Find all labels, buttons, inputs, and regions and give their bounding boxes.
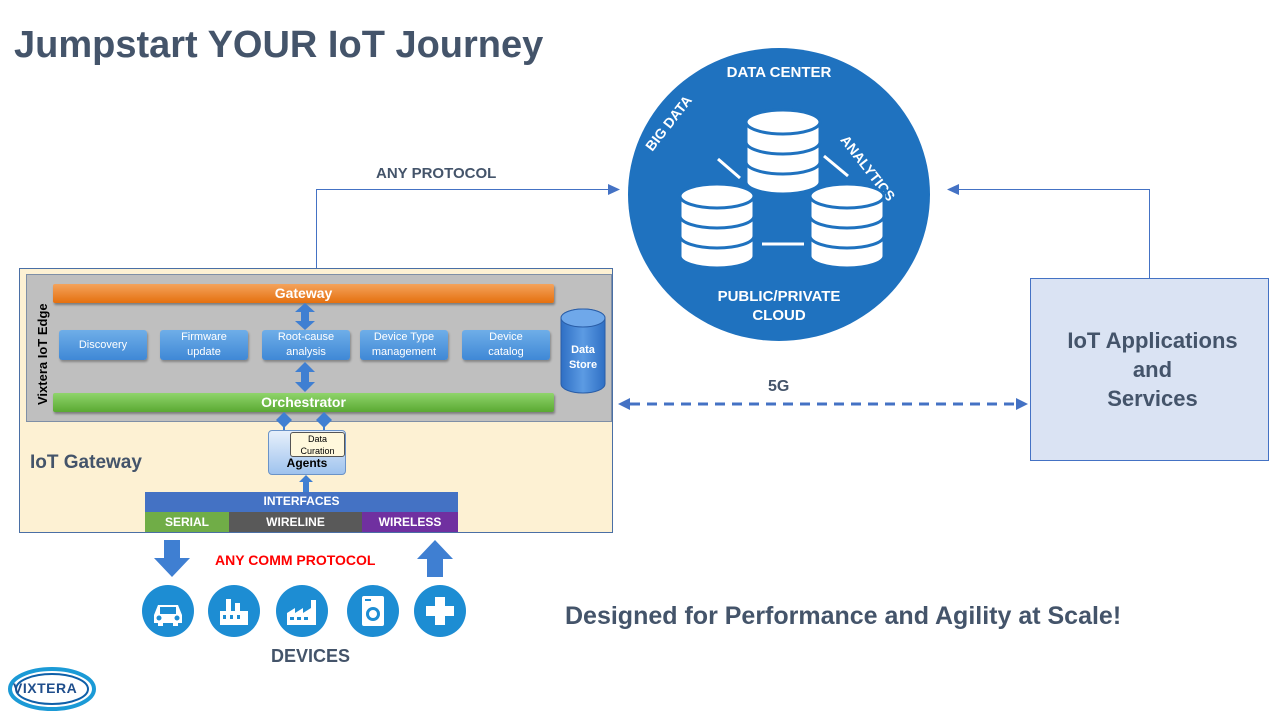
connector-line-edge-horizontal [316,189,616,190]
data-curation-line1: Data [307,434,327,444]
module-label: Device [489,331,523,343]
module-label: Discovery [78,338,128,351]
wireless-interface: WIRELESS [362,512,458,532]
data-curation-box: Data Curation [290,432,345,457]
data-store-line1: Data [571,344,595,356]
down-arrow-icon [154,540,190,577]
industrial-plant-icon [276,585,328,637]
iot-gateway-label: IoT Gateway [30,452,142,473]
module-label: update [187,346,221,358]
module-discovery: Discovery [59,330,147,360]
connector-line-apps-vertical [1149,189,1150,278]
data-center-label: DATA CENTER [726,64,832,81]
wireline-interface: WIRELINE [229,512,362,532]
5g-dashed-link [618,398,1028,410]
apps-line3: Services [1107,386,1198,411]
vixtera-logo [8,667,96,711]
module-label: Firmware [181,331,227,343]
interfaces-bar: INTERFACES [145,492,458,512]
database-cluster-icon [678,108,886,270]
module-label: catalog [488,346,524,358]
module-label: analysis [286,346,326,358]
iot-applications-box: IoT Applications and Services [1030,278,1269,461]
page-title: Jumpstart YOUR IoT Journey [14,24,544,66]
connector-line-edge-vertical [316,189,317,269]
double-arrow-icon [295,303,315,330]
any-protocol-label: ANY PROTOCOL [376,165,497,182]
double-arrow-icon [316,412,332,432]
apps-line2: and [1132,357,1173,382]
data-curation-line2: Curation [300,446,335,456]
devices-label: DEVICES [271,646,351,666]
connector-line-apps-horizontal [952,189,1150,190]
double-arrow-icon [276,412,292,432]
arrowhead-icon [947,184,959,195]
data-store-icon [560,308,606,394]
vixtera-logo-text: VIXTERA [13,680,78,696]
serial-interface: SERIAL [145,512,229,532]
up-arrow-icon [299,475,313,492]
tagline: Designed for Performance and Agility at … [565,602,1122,630]
module-firmware-update: Firmware update [160,330,248,360]
apps-line1: IoT Applications [1067,328,1238,353]
up-arrow-icon [417,540,453,577]
data-store-line2: Store [568,359,598,371]
medical-cross-icon [414,585,466,637]
module-label: management [371,346,437,358]
module-label: Root-cause [277,331,335,343]
agents-label: Agents [286,456,328,470]
factory-icon [208,585,260,637]
orchestrator-bar: Orchestrator [53,393,554,412]
cloud-label-line2: CLOUD [752,307,806,324]
cloud-label-line1: PUBLIC/PRIVATE [717,288,841,305]
5g-label: 5G [768,378,790,395]
module-device-catalog: Device catalog [462,330,550,360]
arrowhead-icon [608,184,620,195]
car-icon [142,585,194,637]
washing-machine-icon [347,585,399,637]
module-label: Device Type [373,331,435,343]
iot-edge-label: Vixtera IoT Edge [35,303,50,405]
gateway-bar: Gateway [53,284,554,303]
double-arrow-icon [295,362,315,392]
data-store-label: Data Store [560,343,606,373]
module-root-cause-analysis: Root-cause analysis [262,330,350,360]
any-comm-protocol-label: ANY COMM PROTOCOL [215,552,376,568]
module-device-type-management: Device Type management [360,330,448,360]
data-center-circle: DATA CENTER BIG DATA ANALYTICS PUBLIC/PR… [628,48,930,341]
